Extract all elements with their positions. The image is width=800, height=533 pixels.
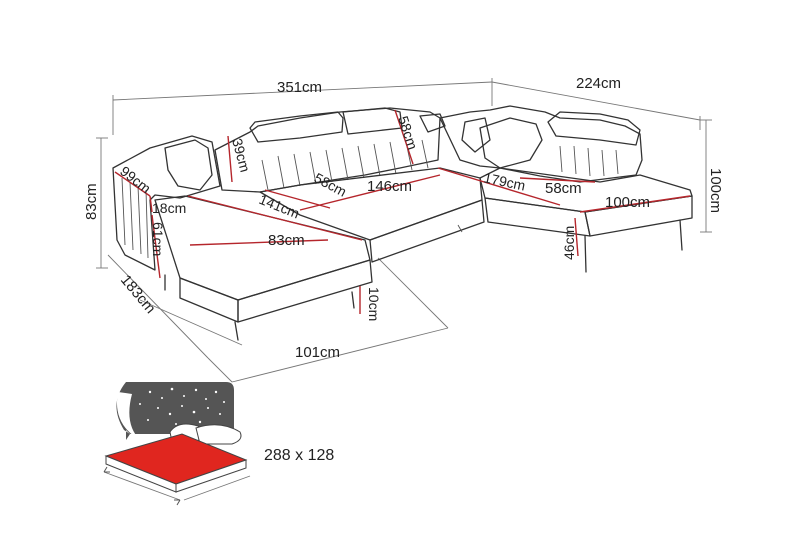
moon-icon [116,392,140,440]
label-146: 146cm [367,178,412,195]
bed-function-icon [103,382,251,506]
label-100-right: 100cm [707,168,724,213]
label-224: 224cm [576,75,621,92]
label-18: 18cm [152,200,186,216]
label-61: 61cm [150,222,166,256]
label-183: 183cm [117,272,159,317]
label-83: 83cm [83,183,100,220]
label-58-b: 58cm [395,114,421,152]
red-measure-lines [114,109,691,314]
label-100: 100cm [605,194,650,211]
label-58-c: 58cm [545,180,582,197]
label-46: 46cm [561,226,577,260]
dimension-labels: 351cm 224cm 83cm 100cm 99cm 18cm 61cm 39… [83,75,724,361]
label-101: 101cm [295,344,340,361]
dimension-frame [96,78,712,383]
label-351: 351cm [277,79,322,96]
label-179: 179cm [482,169,526,193]
label-141: 141cm [257,191,302,222]
label-10: 10cm [366,287,382,321]
sofa-outline [112,105,693,341]
stars-icon [139,387,225,425]
label-83-b: 83cm [268,232,305,249]
label-39: 39cm [229,137,253,174]
bed-size-label: 288 x 128 [264,447,334,464]
